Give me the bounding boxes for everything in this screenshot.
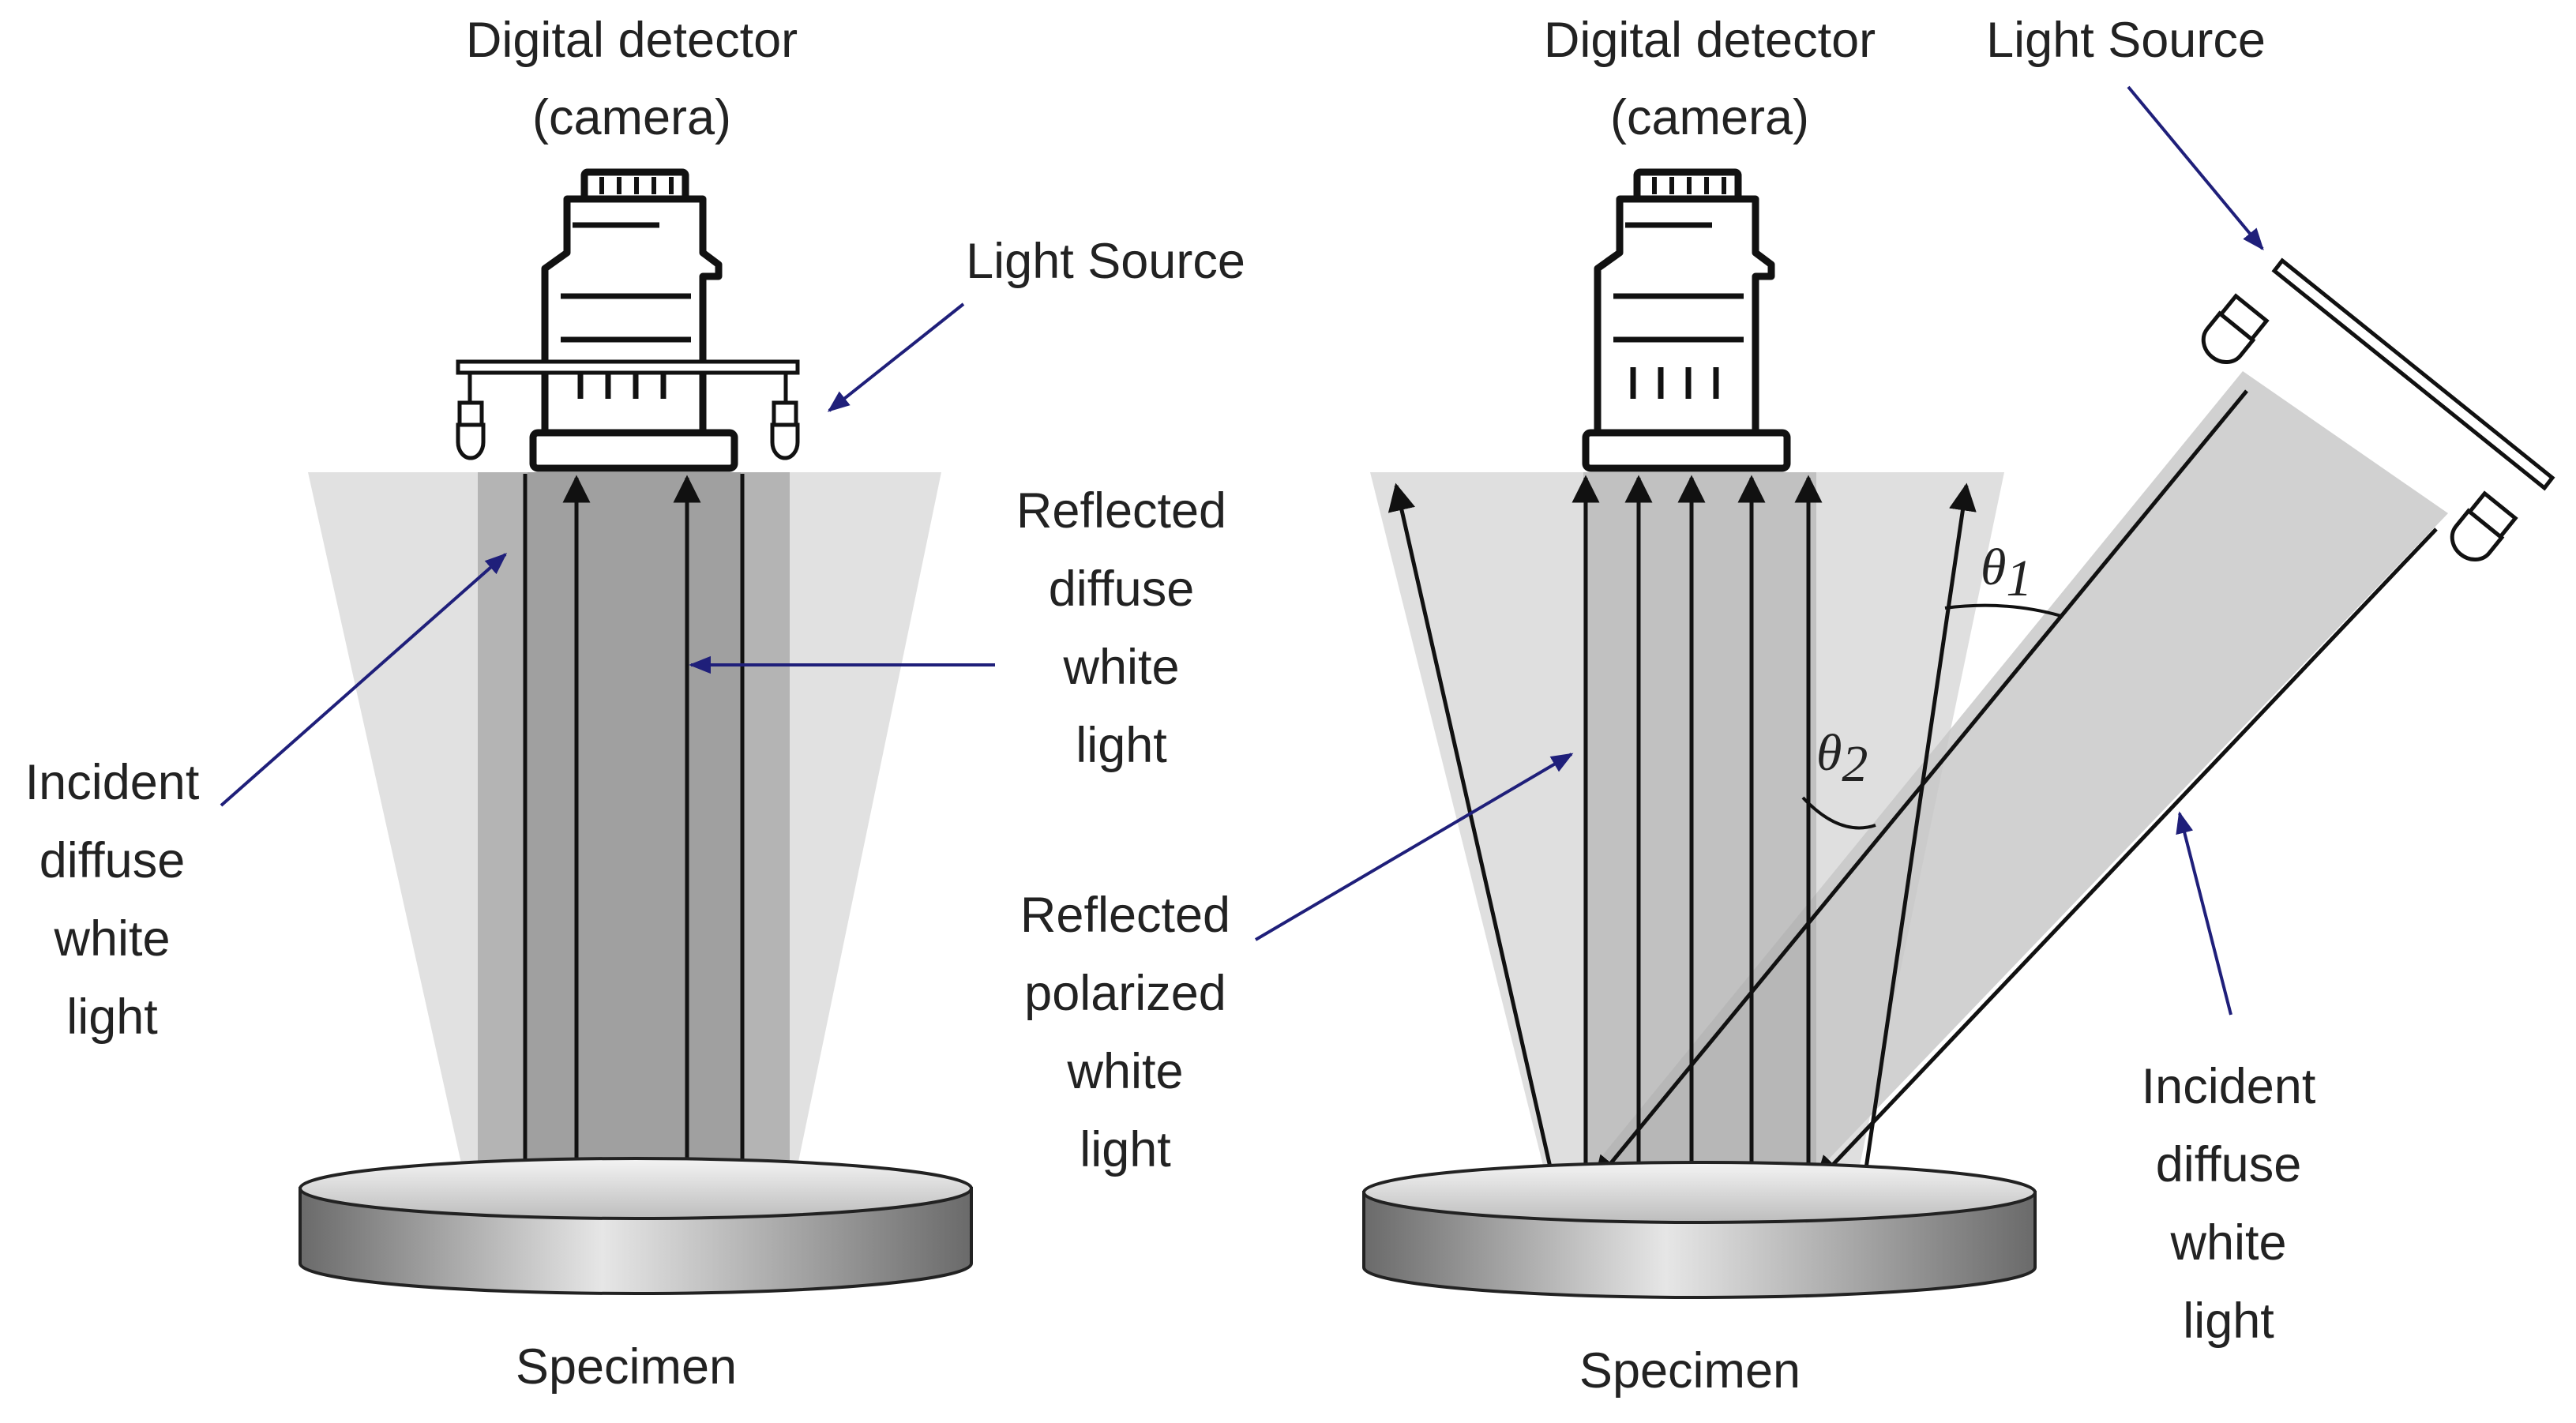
right-specimen-label: Specimen [1579,1343,1801,1399]
right-camera-icon [1582,168,1791,472]
left-light-source-pointer [827,302,965,412]
left-reflected-label-line3: white [1062,640,1179,695]
right-oblique-light-icon [2201,257,2555,562]
right-detector-label-line1: Digital detector [1544,13,1876,68]
right-detector-label-line2: (camera) [1610,90,1809,145]
right-reflected-ray-outer-left [1388,482,1556,1185]
left-detector-label-line2: (camera) [532,90,731,145]
right-panel: θ1 θ2 Digital detector (camera) Light So… [1020,13,2555,1399]
left-detector-label-line1: Digital detector [466,13,798,68]
left-reflected-label-line1: Reflected [1016,483,1226,539]
right-reflected-pointer [1254,753,1574,941]
right-reflected-beam [1583,472,1816,1187]
right-incident-pointer [2176,811,2232,1016]
right-incident-label-line4: light [2183,1293,2274,1349]
right-light-source-label: Light Source [1986,13,2266,68]
left-camera-icon [529,168,738,472]
left-specimen-label: Specimen [516,1339,737,1395]
left-specimen-disc [299,1157,973,1295]
right-incident-ray-1 [1593,389,2248,1185]
right-light-source-pointer [2127,85,2264,251]
right-incident-ray-2 [1814,528,2438,1185]
right-reflected-label-line2: polarized [1024,966,1226,1021]
left-incident-label-line1: Incident [25,755,200,810]
left-ring-light-icon [456,359,800,460]
theta2-arc [1801,796,1876,830]
left-panel: Digital detector (camera) Light Source R… [25,13,1245,1395]
left-inner-beam [528,472,741,1187]
right-incident-label-line2: diffuse [2156,1137,2301,1192]
theta1-arc [1944,603,2062,618]
left-reflected-label-line2: diffuse [1049,561,1194,617]
theta2-label: θ2 [1816,724,1868,793]
left-incident-label-line2: diffuse [39,833,185,888]
right-reflected-label-line1: Reflected [1020,888,1230,943]
right-incident-label-line3: white [2169,1215,2286,1271]
right-specimen-disc [1362,1161,2037,1299]
left-incident-pointer [220,553,508,807]
right-reflected-label-line3: white [1066,1044,1183,1099]
right-incident-label-line1: Incident [2142,1059,2316,1114]
right-reflected-label-line4: light [1080,1122,1171,1177]
left-incident-label-line4: light [66,989,158,1045]
left-incident-label-line3: white [53,911,170,967]
left-light-source-label: Light Source [966,234,1245,289]
left-reflected-label-line4: light [1076,718,1167,773]
theta1-label: θ1 [1981,539,2032,607]
right-reflected-ray-outer-right [1861,482,1977,1185]
